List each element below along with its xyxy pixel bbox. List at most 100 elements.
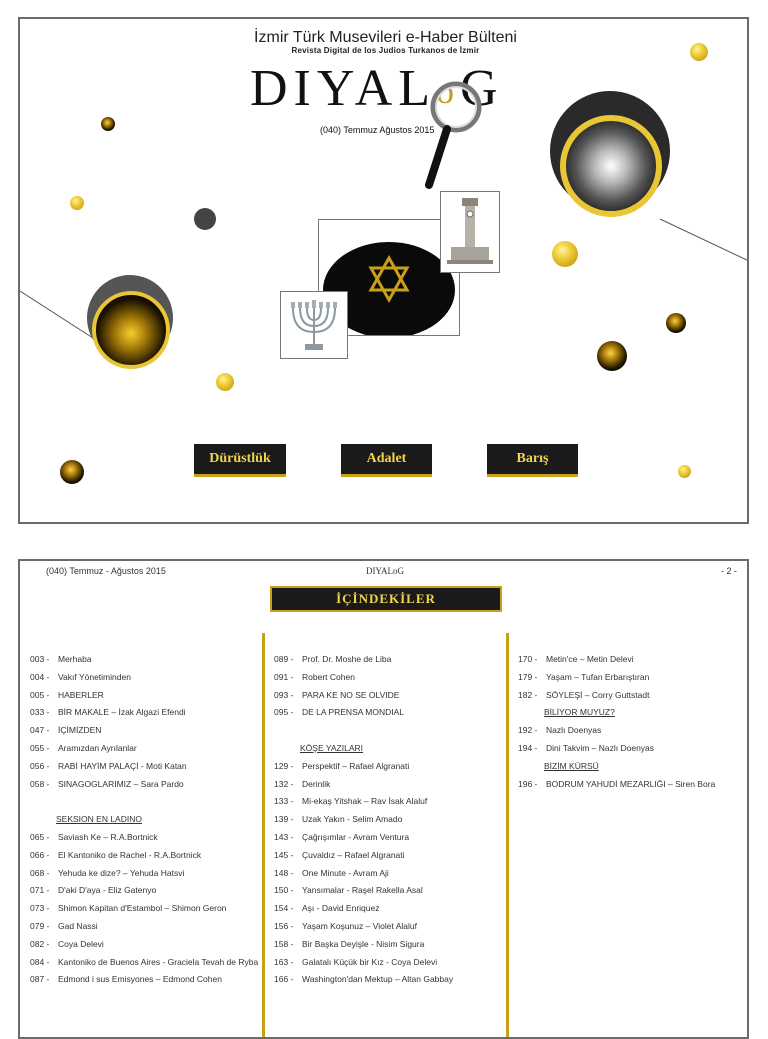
toc-entry-title: Uzak Yakın - Selim Amado <box>302 814 403 825</box>
toc-entry-title: Edmond i sus Emisyones – Edmond Cohen <box>58 974 222 985</box>
toc-page-number: 143 - <box>274 831 294 842</box>
button-justice[interactable]: Adalet <box>341 444 432 477</box>
toc-entry[interactable]: 194 - Dini Takvim – Nazlı Doenyas <box>518 740 715 758</box>
toc-page-number: 056 - <box>30 760 50 771</box>
toc-page-number: 179 - <box>518 671 538 682</box>
toc-entry[interactable]: 079 -Gad Nassi <box>30 918 258 936</box>
toc-entry <box>30 793 258 811</box>
toc-entry-title: Çağrışımlar - Avram Ventura <box>302 831 410 842</box>
toc-entry[interactable]: 148 -One Minute - Avram Aji <box>274 865 453 883</box>
toc-page-number: 033 - <box>30 707 50 718</box>
toc-page-number: 148 - <box>274 867 294 878</box>
toc-entry[interactable]: 066 -El Kantoniko de Rachel - R.A.Bortni… <box>30 847 258 865</box>
newsletter-subtitle: Revista Digital de los Judios Turkanos d… <box>291 46 480 55</box>
toc-entry[interactable]: 163 -Galatalı Küçük bir Kız - Coya Delev… <box>274 954 453 972</box>
toc-entry[interactable]: 154 -Aşı - David Enriquez <box>274 900 453 918</box>
toc-entry[interactable]: 150 -Yansımalar - Raşel Rakella Asal <box>274 882 453 900</box>
toc-entry-title: DE LA PRENSA MONDIAL <box>302 707 405 718</box>
toc-entry[interactable]: 071 -D'aki D'aya - Eliz Gatenyo <box>30 882 258 900</box>
toc-entry[interactable]: 073 -Shimon Kapitan d'Estambol – Shimon … <box>30 900 258 918</box>
toc-section-title: BİLİYOR MUYUZ? <box>544 707 615 718</box>
toc-page-number: 055 - <box>30 742 50 753</box>
toc-page-number: 133 - <box>274 796 294 807</box>
toc-entry-title: Çuvaldız – Rafael Algranati <box>302 849 405 860</box>
toc-entry-title: Prof. Dr. Moshe de Liba <box>302 654 392 664</box>
toc-entry-title: Coya Delevi <box>58 938 104 949</box>
toc-page-number: 073 - <box>30 903 50 914</box>
button-honesty[interactable]: Dürüstlük <box>194 444 286 477</box>
toc-entry[interactable]: 196 -BODRUM YAHUDİ MEZARLIĞI – Siren Bor… <box>518 776 715 794</box>
toc-entry-title: Metin'ce – Metin Delevi <box>546 654 634 664</box>
toc-entry[interactable]: 145 - Çuvaldız – Rafael Algranati <box>274 847 453 865</box>
orb-gold-2 <box>70 196 84 210</box>
orb-gold-4 <box>216 373 234 391</box>
toc-page-number: 004 - <box>30 671 50 682</box>
toc-page-number: 003 - <box>30 654 50 664</box>
toc-entry[interactable]: 089 -Prof. Dr. Moshe de Liba <box>274 651 453 669</box>
button-peace[interactable]: Barış <box>487 444 578 477</box>
toc-entry[interactable]: 084 -Kantoniko de Buenos Aires - Graciel… <box>30 954 258 972</box>
toc-entry[interactable]: 058 -SINAGOGLARIMIZ – Sara Pardo <box>30 776 258 794</box>
toc-entry-title: El Kantoniko de Rachel - R.A.Bortnick <box>58 849 202 860</box>
toc-entry[interactable]: 129 -Perspektif – Rafael Algranati <box>274 758 453 776</box>
toc-entry[interactable]: 158 -Bir Başka Deyişle - Nisim Sigura <box>274 936 453 954</box>
orb-dark-1 <box>101 117 115 131</box>
toc-page-number: 047 - <box>30 725 50 736</box>
toc-entry-title: Merhaba <box>58 654 92 664</box>
toc-entry-title: Robert Cohen <box>302 671 355 682</box>
toc-page-number: 145 - <box>274 849 294 860</box>
toc-entry-title: SINAGOGLARIMIZ – Sara Pardo <box>58 778 184 789</box>
cover-page: İzmir Türk Musevileri e-Haber Bülteni Re… <box>18 17 749 524</box>
toc-entry-title: Saviash Ke – R.A.Bortnick <box>58 831 158 842</box>
toc-entry-title: RABİ HAYİM PALAÇİ - Moti Katan <box>58 760 187 771</box>
menorah-image <box>280 291 348 359</box>
toc-entry[interactable]: 139 -Uzak Yakın - Selim Amado <box>274 811 453 829</box>
toc-entry[interactable]: 005 -HABERLER <box>30 687 258 705</box>
toc-entry[interactable]: 133 -Mi-ekaş Yitshak – Rav İsak Alaluf <box>274 793 453 811</box>
toc-entry[interactable]: 087 -Edmond i sus Emisyones – Edmond Coh… <box>30 971 258 989</box>
page-header-title: DIYALoG <box>366 566 404 576</box>
orb-dark-2 <box>666 313 686 333</box>
issue-date: (040) Temmuz Ağustos 2015 <box>320 125 435 135</box>
orb-left-large <box>92 291 170 369</box>
toc-entry[interactable]: 033 -BİR MAKALE – İzak Algazi Efendi <box>30 704 258 722</box>
toc-entry <box>274 722 453 740</box>
toc-entry[interactable]: 047 - İÇİMİZDEN <box>30 722 258 740</box>
toc-entry[interactable]: 091 -Robert Cohen <box>274 669 453 687</box>
toc-entry[interactable]: 065 -Saviash Ke – R.A.Bortnick <box>30 829 258 847</box>
newsletter-title: İzmir Türk Musevileri e-Haber Bülteni <box>254 29 517 46</box>
toc-entry[interactable]: 093 -PARA KE NO SE OLVIDE <box>274 687 453 705</box>
toc-page-number: 166 - <box>274 974 294 985</box>
toc-entry[interactable]: 095 -DE LA PRENSA MONDIAL <box>274 704 453 722</box>
toc-entry[interactable]: 055 -Aramızdan Ayrılanlar <box>30 740 258 758</box>
toc-section-heading: BİLİYOR MUYUZ? <box>518 704 715 722</box>
toc-entry-title: Derinlik <box>302 778 331 789</box>
toc-entry[interactable]: 056 - RABİ HAYİM PALAÇİ - Moti Katan <box>30 758 258 776</box>
orb-grey-1 <box>194 208 216 230</box>
toc-entry[interactable]: 156 -Yaşam Koşunuz – Violet Alaluf <box>274 918 453 936</box>
toc-entry[interactable]: 179 - Yaşam – Tufan Erbarıştıran <box>518 669 715 687</box>
toc-entry[interactable]: 143 - Çağrışımlar - Avram Ventura <box>274 829 453 847</box>
toc-column-3: 170 -Metin'ce – Metin Delevi 179 - Yaşam –… <box>518 651 715 793</box>
toc-page-number: 182 - <box>518 689 538 700</box>
toc-page-number: 068 - <box>30 867 50 878</box>
toc-entry[interactable]: 182 -SÖYLEŞİ – Corry Guttstadt <box>518 687 715 705</box>
toc-entry-title: Yaşam – Tufan Erbarıştıran <box>546 671 650 682</box>
toc-entry[interactable]: 082 -Coya Delevi <box>30 936 258 954</box>
toc-page-number: 158 - <box>274 938 294 949</box>
toc-entry[interactable]: 004 -Vakıf Yönetiminden <box>30 669 258 687</box>
toc-entry-title: Dini Takvim – Nazlı Doenyas <box>546 742 655 753</box>
toc-entry[interactable]: 068 -Yehuda ke dize? – Yehuda Hatsvi <box>30 865 258 883</box>
toc-entry[interactable]: 166 -Washington'dan Mektup – Altan Gabba… <box>274 971 453 989</box>
orb-gold-1 <box>690 43 708 61</box>
toc-page-number: 194 - <box>518 742 538 753</box>
toc-entry-title: İÇİMİZDEN <box>58 725 102 736</box>
toc-entry[interactable]: 132 -Derinlik <box>274 776 453 794</box>
column-divider-2 <box>506 633 509 1037</box>
toc-entry-title: D'aki D'aya - Eliz Gatenyo <box>58 885 157 896</box>
toc-entry[interactable]: 003 - Merhaba <box>30 651 258 669</box>
toc-entry[interactable]: 192 -Nazlı Doenyas <box>518 722 715 740</box>
toc-entry[interactable]: 170 -Metin'ce – Metin Delevi <box>518 651 715 669</box>
